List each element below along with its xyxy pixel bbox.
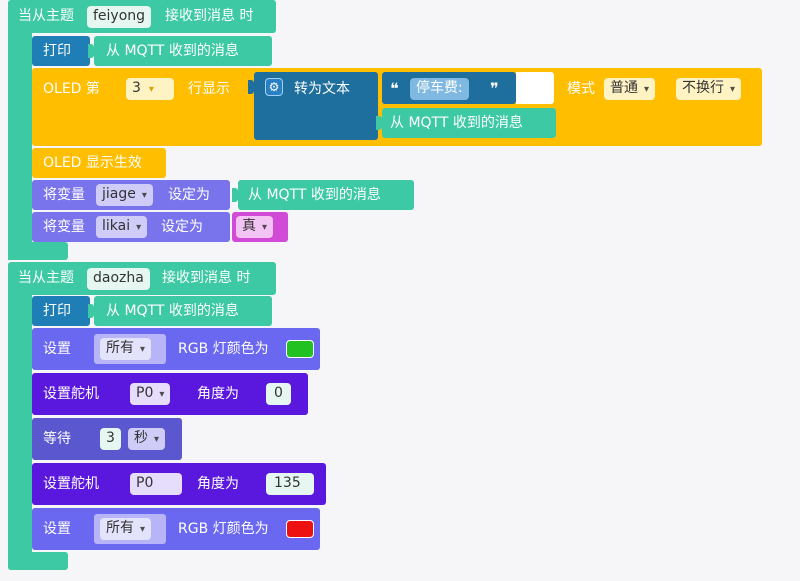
servo1-pin-dropdown[interactable]: P0 (130, 383, 171, 405)
set-var2-name-dropdown[interactable]: likai (96, 216, 148, 238)
to-text-notch (248, 80, 254, 94)
event-block-daozha-body (8, 292, 32, 570)
mqtt-message-block-4[interactable] (94, 296, 272, 326)
rgb-block-red[interactable] (32, 508, 320, 550)
mqtt-message-notch (88, 44, 94, 58)
event-block-daozha-foot (8, 552, 68, 570)
servo2-pin-dropdown[interactable]: P0 (130, 473, 182, 495)
wait-value-field[interactable]: 3 (100, 428, 121, 450)
to-text-label: 转为文本 (294, 81, 350, 97)
servo2-angle-label: 角度为 (197, 476, 239, 492)
event2-topic-field[interactable]: daozha (87, 268, 150, 290)
mqtt-message-notch-4 (88, 304, 94, 318)
mqtt-message-label-4: 从 MQTT 收到的消息 (106, 303, 239, 319)
oled-wrap-dropdown[interactable]: 不换行 (676, 78, 742, 100)
wait-unit-dropdown[interactable]: 秒 (128, 428, 166, 450)
oled-row-suffix: 行显示 (188, 81, 230, 97)
mqtt-message-label-3: 从 MQTT 收到的消息 (248, 187, 381, 203)
servo1-angle-field[interactable]: 0 (266, 383, 291, 405)
event-block-feiyong-foot (8, 242, 68, 260)
print-label-2: 打印 (43, 303, 71, 319)
mqtt-message-notch-3 (232, 188, 238, 202)
mqtt-message-block[interactable] (94, 36, 272, 66)
oled-apply-label: OLED 显示生效 (43, 155, 142, 171)
to-text-input-slot (516, 72, 554, 104)
set-var1-prefix: 将变量 (43, 187, 85, 203)
servo1-prefix: 设置舵机 (43, 386, 99, 402)
gear-icon[interactable]: ⚙ (265, 78, 283, 96)
set-var1-name-dropdown[interactable]: jiage (96, 184, 153, 206)
rgb1-prefix: 设置 (43, 341, 71, 357)
oled-show-prefix: OLED 第 (43, 81, 100, 97)
set-var1-suffix: 设定为 (168, 187, 210, 203)
oled-mode-label: 模式 (567, 81, 595, 97)
mqtt-message-label: 从 MQTT 收到的消息 (106, 43, 239, 59)
event1-topic-field[interactable]: feiyong (87, 6, 152, 28)
wait-prefix: 等待 (43, 431, 71, 447)
servo2-angle-field[interactable]: 135 (266, 473, 314, 495)
rgb2-suffix: RGB 灯颜色为 (178, 521, 269, 537)
servo2-prefix: 设置舵机 (43, 476, 99, 492)
mqtt-message-label-2: 从 MQTT 收到的消息 (390, 115, 523, 131)
rgb1-target-dropdown[interactable]: 所有 (100, 338, 152, 360)
mqtt-message-block-3[interactable] (238, 180, 414, 210)
rgb2-target-dropdown[interactable]: 所有 (100, 518, 152, 540)
set-var2-prefix: 将变量 (43, 219, 85, 235)
print-block[interactable] (32, 36, 90, 66)
oled-row-value: 3 (132, 80, 141, 96)
mqtt-message-block-2[interactable] (382, 108, 556, 138)
set-var2-suffix: 设定为 (161, 219, 203, 235)
servo1-angle-label: 角度为 (197, 386, 239, 402)
oled-apply-block[interactable] (32, 148, 166, 178)
rgb2-color-swatch[interactable] (286, 520, 314, 538)
mqtt-message-notch-2 (376, 116, 382, 130)
event2-prefix: 当从主题 (18, 270, 74, 286)
oled-mode-dropdown[interactable]: 普通 (604, 78, 656, 100)
event2-suffix: 接收到消息 时 (162, 270, 251, 286)
print-block-2[interactable] (32, 296, 90, 326)
rgb1-suffix: RGB 灯颜色为 (178, 341, 269, 357)
oled-row-field[interactable]: 3▾ (126, 78, 174, 100)
rgb2-prefix: 设置 (43, 521, 71, 537)
print-label: 打印 (43, 43, 71, 59)
boolean-value-dropdown[interactable]: 真 (236, 216, 274, 238)
rgb1-color-swatch[interactable] (286, 340, 314, 358)
string-text-field[interactable]: 停车费: (410, 78, 469, 100)
event1-prefix: 当从主题 (18, 8, 74, 24)
rgb-block-green[interactable] (32, 328, 320, 370)
event1-suffix: 接收到消息 时 (165, 8, 254, 24)
event-block-feiyong-body (8, 30, 32, 260)
quote-open-icon: ❝ (390, 79, 399, 98)
quote-close-icon: ❞ (490, 79, 499, 98)
